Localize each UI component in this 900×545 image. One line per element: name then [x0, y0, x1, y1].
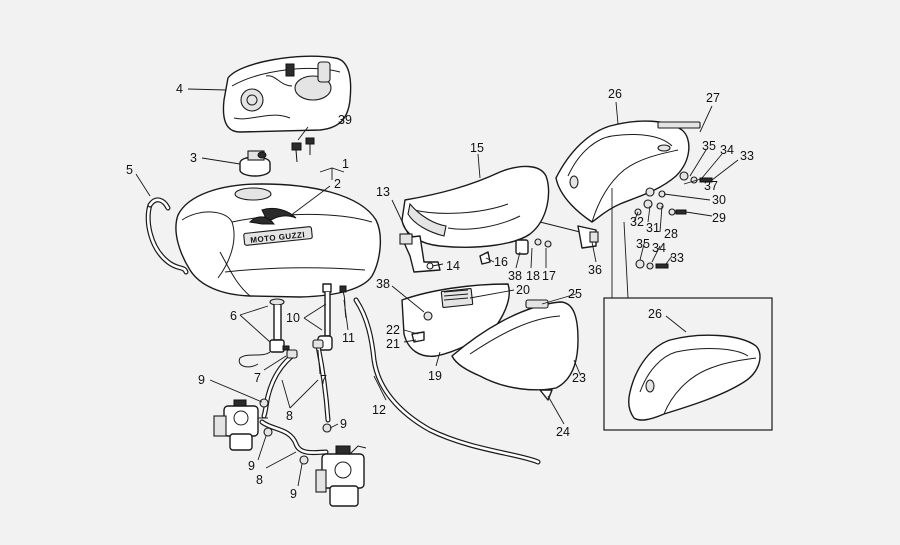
tank-inner-part [222, 55, 352, 133]
callout-31: 31 [646, 221, 660, 235]
callout-32: 32 [630, 215, 644, 229]
callout-13: 13 [376, 185, 390, 199]
callout-27: 27 [706, 91, 720, 105]
callout-23: 23 [572, 371, 586, 385]
tail-decal [657, 121, 701, 129]
callout-30: 30 [712, 193, 726, 207]
seat-hinge-bracket [399, 233, 441, 273]
seat-hardware [479, 221, 599, 265]
callout-38-left: 38 [376, 277, 390, 291]
callout-33-upper: 33 [740, 149, 754, 163]
callout-bracket-1-2 [319, 167, 345, 180]
callout-24: 24 [556, 425, 570, 439]
callout-22: 22 [386, 323, 400, 337]
fuel-hoses [259, 339, 331, 456]
callout-7-right: 7 [320, 373, 327, 387]
fuel-cap [239, 150, 271, 177]
callout-25: 25 [568, 287, 582, 301]
callout-9-upper: 9 [198, 373, 205, 387]
callout-16: 16 [494, 255, 508, 269]
callout-18: 18 [526, 269, 540, 283]
carburetor-right [315, 445, 367, 507]
callout-3: 3 [190, 151, 197, 165]
callout-1: 1 [342, 157, 349, 171]
callout-36: 36 [588, 263, 602, 277]
callout-labels: 4 39 3 5 1 2 6 10 11 7 7 8 9 9 9 8 9 12 … [126, 82, 754, 501]
seat [401, 165, 550, 248]
callout-37: 37 [704, 179, 718, 193]
inset-tail-cowl-variant [603, 188, 773, 431]
tank-rubber-trim [145, 197, 189, 275]
callout-12: 12 [372, 403, 386, 417]
callout-39: 39 [338, 113, 352, 127]
callout-8-lower: 8 [256, 473, 263, 487]
ignition-keys [291, 137, 315, 163]
callout-9-right: 9 [340, 417, 347, 431]
callout-17: 17 [542, 269, 556, 283]
callout-9-left: 9 [248, 459, 255, 473]
hose-clips [259, 398, 332, 465]
callout-11: 11 [342, 331, 355, 345]
callout-28: 28 [664, 227, 678, 241]
fuel-tap [238, 298, 290, 368]
callout-26-main: 26 [608, 87, 622, 101]
callout-5: 5 [126, 163, 133, 177]
drain-tube [353, 297, 541, 465]
callout-26-inset: 26 [648, 307, 662, 321]
callout-6: 6 [230, 309, 237, 323]
leader-lines [135, 88, 739, 487]
callout-2: 2 [334, 177, 341, 191]
callout-7-left: 7 [254, 371, 261, 385]
callout-19: 19 [428, 369, 442, 383]
callout-9-lower: 9 [290, 487, 297, 501]
carburetor-left [213, 399, 268, 451]
side-panel-right [451, 299, 579, 401]
callout-14: 14 [446, 259, 460, 273]
callout-21: 21 [386, 337, 400, 351]
side-panel-left [401, 283, 510, 357]
callout-35-upper: 35 [702, 139, 716, 153]
callout-35-lower: 35 [636, 237, 650, 251]
callout-20: 20 [516, 283, 530, 297]
callout-34-lower: 34 [652, 241, 666, 255]
callout-34-upper: 34 [720, 143, 734, 157]
callout-29: 29 [712, 211, 726, 225]
callout-15: 15 [470, 141, 484, 155]
tail-cowl [555, 120, 690, 223]
callout-8-upper: 8 [286, 409, 293, 423]
callout-38-center: 38 [508, 269, 522, 283]
callout-10: 10 [286, 311, 300, 325]
callout-4: 4 [176, 82, 183, 96]
callout-33-lower: 33 [670, 251, 684, 265]
fuel-tank: MOTO GUZZI [175, 183, 382, 298]
